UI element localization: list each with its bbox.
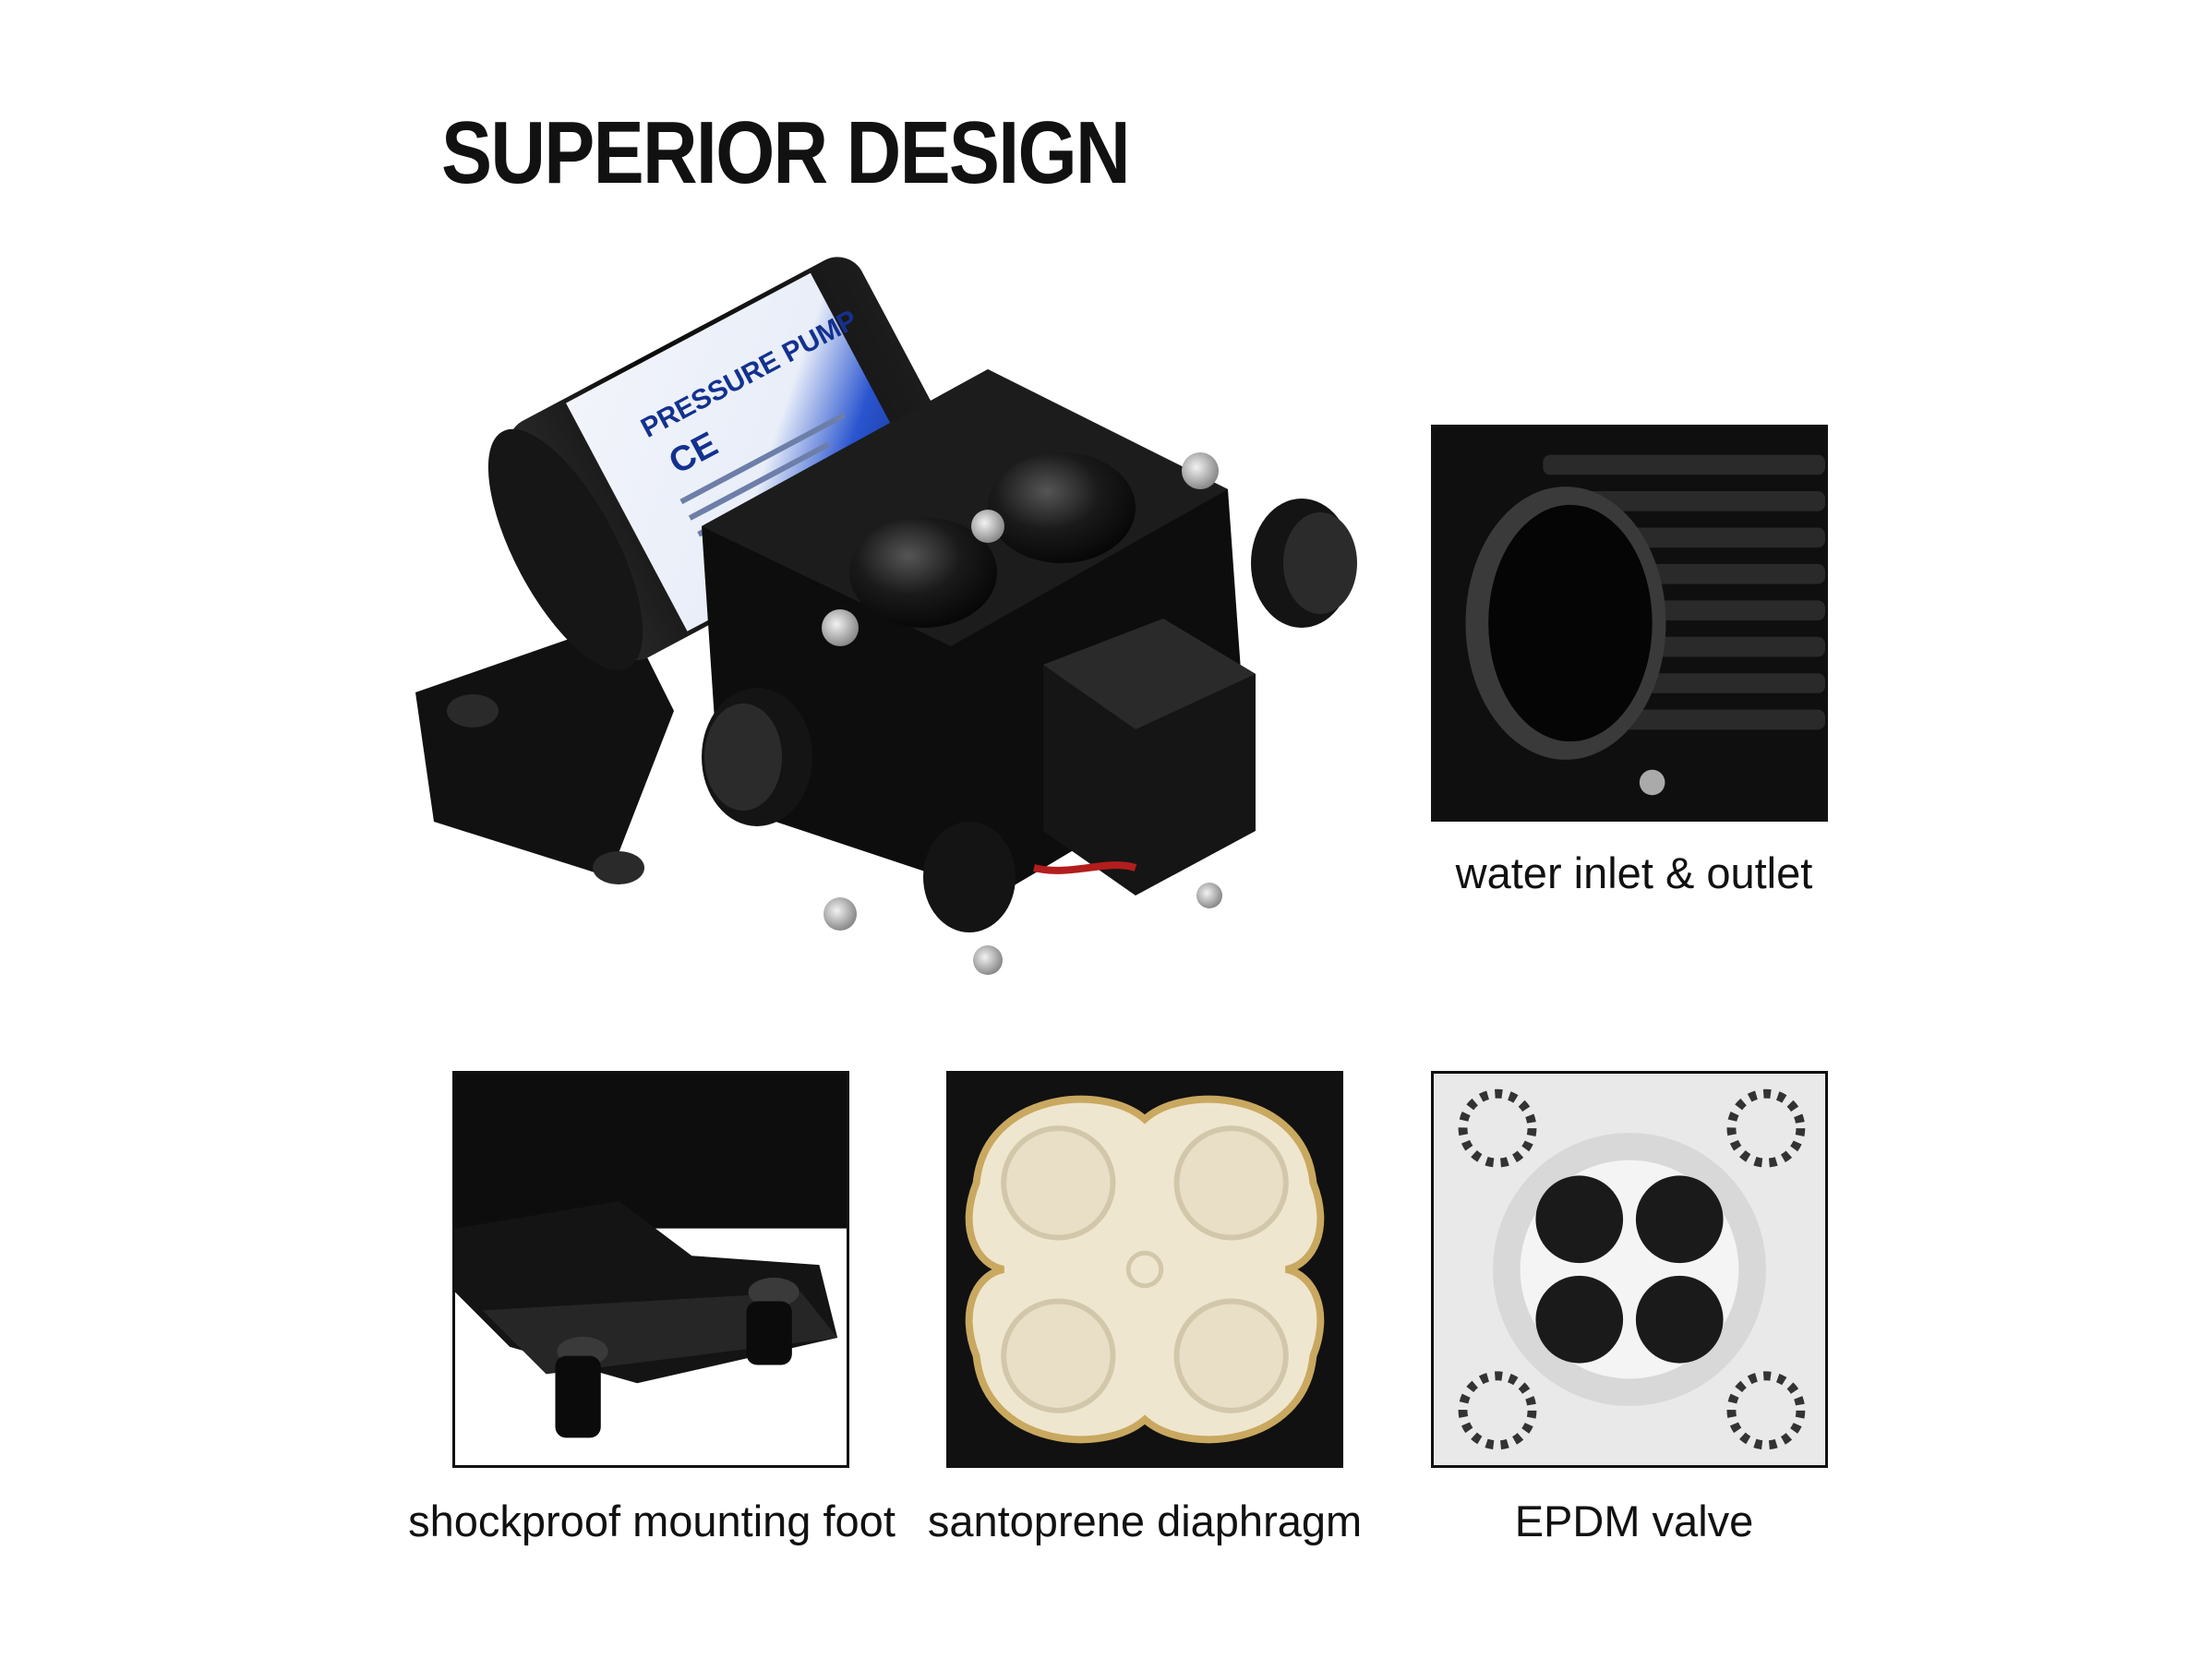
mounting-foot-caption: shockproof mounting foot — [408, 1497, 896, 1545]
page-title: SUPERIOR DESIGN — [441, 103, 1131, 202]
epdm-valve-image — [1431, 1071, 1828, 1468]
mounting-foot-image — [452, 1071, 849, 1468]
water-inlet-outlet-caption: water inlet & outlet — [1455, 848, 1813, 897]
diaphragm-caption: santoprene diaphragm — [927, 1497, 1363, 1545]
epdm-valve-caption: EPDM valve — [1514, 1497, 1754, 1545]
pump-product-image: PRESSURE PUMP CE — [397, 231, 1413, 1062]
water-inlet-outlet-image — [1431, 425, 1828, 822]
diaphragm-image — [946, 1071, 1343, 1468]
